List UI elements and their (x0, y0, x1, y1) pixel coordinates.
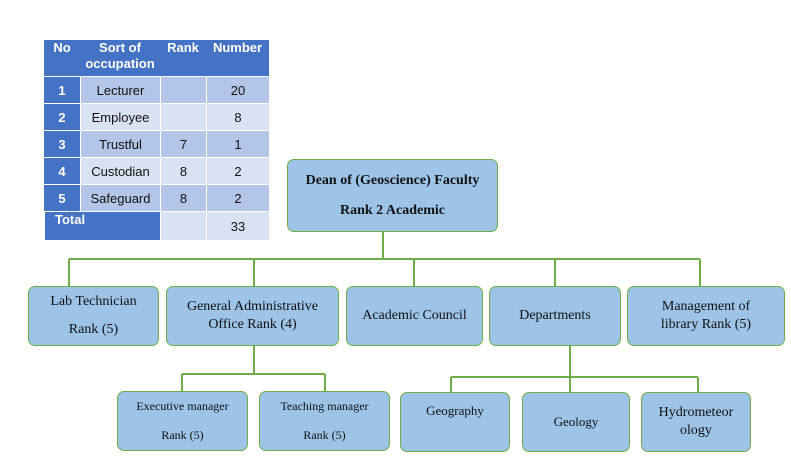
teaching-manager-title: Teaching manager (280, 399, 369, 413)
row-rank (160, 76, 206, 103)
row-no: 3 (44, 130, 80, 157)
total-label: Total (44, 211, 160, 240)
row-no: 2 (44, 103, 80, 130)
header-sort-of-occupation: Sort of occupation (80, 40, 160, 76)
academic-council-title: Academic Council (362, 308, 467, 323)
geography-title: Geography (426, 403, 484, 418)
total-rank-empty (160, 211, 206, 240)
geology-title: Geology (553, 414, 599, 429)
table-row: 3 Trustful 7 1 (44, 130, 269, 157)
row-number: 8 (206, 103, 269, 130)
row-rank: 8 (160, 184, 206, 211)
academic-council-box: Academic Council (346, 286, 483, 346)
dean-box: Dean of (Geoscience) Faculty Rank 2 Acad… (287, 159, 498, 232)
executive-manager-title: Executive manager (136, 399, 229, 413)
row-sort: Safeguard (80, 184, 160, 211)
dean-title: Dean of (Geoscience) Faculty (305, 172, 480, 188)
hydrometeorology-box: Hydrometeor ology (641, 392, 751, 452)
row-sort: Custodian (80, 157, 160, 184)
row-rank: 7 (160, 130, 206, 157)
table-header-row: No Sort of occupation Rank Number (44, 40, 269, 76)
row-rank (160, 103, 206, 130)
dean-rank: Rank 2 Academic (340, 202, 445, 218)
geology-box: Geology (522, 392, 630, 452)
lab-technician-rank: Rank (5) (68, 322, 119, 337)
row-no: 5 (44, 184, 80, 211)
table-row: 2 Employee 8 (44, 103, 269, 130)
general-admin-office-rank: Office Rank (4) (208, 317, 297, 332)
hydrometeorology-title-1: Hydrometeor (658, 405, 734, 420)
header-no: No (44, 40, 80, 76)
row-no: 1 (44, 76, 80, 103)
row-number: 1 (206, 130, 269, 157)
row-sort: Employee (80, 103, 160, 130)
departments-box: Departments (489, 286, 621, 346)
table-row: 1 Lecturer 20 (44, 76, 269, 103)
row-number: 20 (206, 76, 269, 103)
general-admin-office-box: General Administrative Office Rank (4) (166, 286, 339, 346)
occupation-table: No Sort of occupation Rank Number 1 Lect… (44, 40, 269, 240)
executive-manager-box: Executive manager Rank (5) (117, 391, 248, 451)
teaching-manager-box: Teaching manager Rank (5) (259, 391, 390, 451)
row-sort: Lecturer (80, 76, 160, 103)
executive-manager-rank: Rank (5) (161, 428, 204, 442)
total-number: 33 (206, 211, 269, 240)
header-rank: Rank (160, 40, 206, 76)
row-rank: 8 (160, 157, 206, 184)
geography-box: Geography (400, 392, 510, 452)
departments-title: Departments (519, 308, 591, 323)
library-management-box: Management of library Rank (5) (627, 286, 785, 346)
row-no: 4 (44, 157, 80, 184)
row-number: 2 (206, 157, 269, 184)
teaching-manager-rank: Rank (5) (303, 428, 346, 442)
table-row: 4 Custodian 8 2 (44, 157, 269, 184)
table-row: 5 Safeguard 8 2 (44, 184, 269, 211)
table-total-row: Total 33 (44, 211, 269, 240)
library-management-title: Management of (661, 299, 751, 314)
library-management-rank: library Rank (5) (660, 317, 752, 332)
general-admin-office-title: General Administrative (186, 299, 319, 314)
lab-technician-box: Lab Technician Rank (5) (28, 286, 159, 346)
hydrometeorology-title-2: ology (680, 423, 712, 438)
lab-technician-title: Lab Technician (50, 294, 137, 309)
header-number: Number (206, 40, 269, 76)
row-number: 2 (206, 184, 269, 211)
row-sort: Trustful (80, 130, 160, 157)
